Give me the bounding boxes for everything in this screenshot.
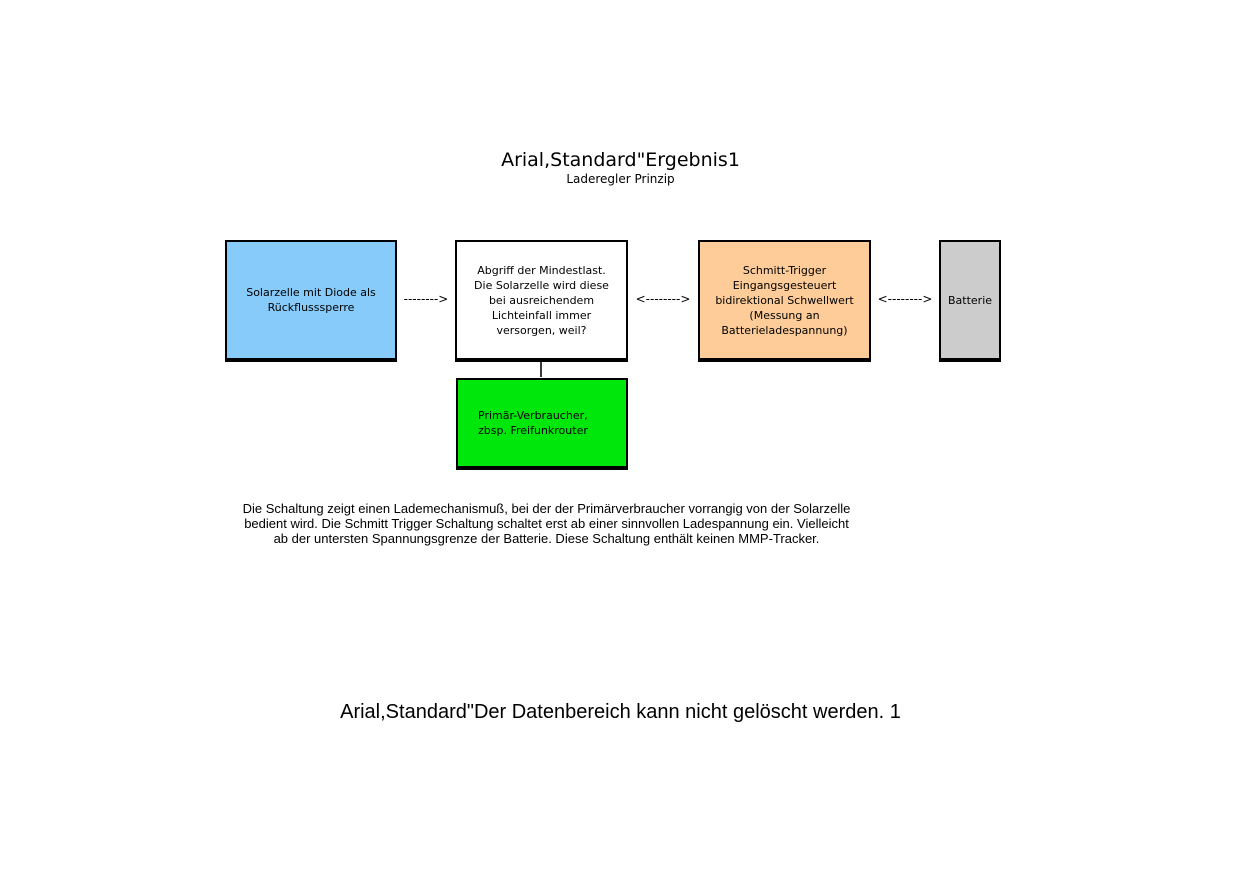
- description-text: Die Schaltung zeigt einen Lademechanismu…: [242, 501, 851, 546]
- box-batterie-label: Batterie: [947, 293, 993, 307]
- box-batterie: Batterie: [939, 240, 1001, 362]
- box-mindestlast: Abgriff der Mindestlast. Die Solarzelle …: [455, 240, 628, 362]
- page-subtitle: Laderegler Prinzip: [566, 172, 675, 186]
- box-mindestlast-label: Abgriff der Mindestlast. Die Solarzelle …: [474, 263, 609, 337]
- arrow-mindestlast-to-schmitt: <-------->: [635, 292, 691, 306]
- page-title: Arial,Standard"Ergebnis1: [501, 149, 740, 171]
- connector-line: [540, 362, 542, 377]
- box-solarzelle-label: Solarzelle mit Diode als Rückflusssperre: [246, 286, 376, 314]
- box-schmitt-trigger: Schmitt-Trigger Eingangsgesteuert bidire…: [698, 240, 871, 362]
- box-solarzelle: Solarzelle mit Diode als Rückflusssperre: [225, 240, 397, 362]
- box-primaer-verbraucher-label: Primär-Verbraucher, zbsp. Freifunkrouter: [478, 409, 588, 437]
- arrow-solar-to-mindestlast: -------->: [403, 292, 449, 306]
- arrow-schmitt-to-batterie: <-------->: [877, 292, 933, 306]
- box-primaer-verbraucher: Primär-Verbraucher, zbsp. Freifunkrouter: [456, 378, 628, 470]
- box-schmitt-trigger-label: Schmitt-Trigger Eingangsgesteuert bidire…: [715, 263, 854, 337]
- footer-text: Arial,Standard"Der Datenbereich kann nic…: [340, 701, 901, 723]
